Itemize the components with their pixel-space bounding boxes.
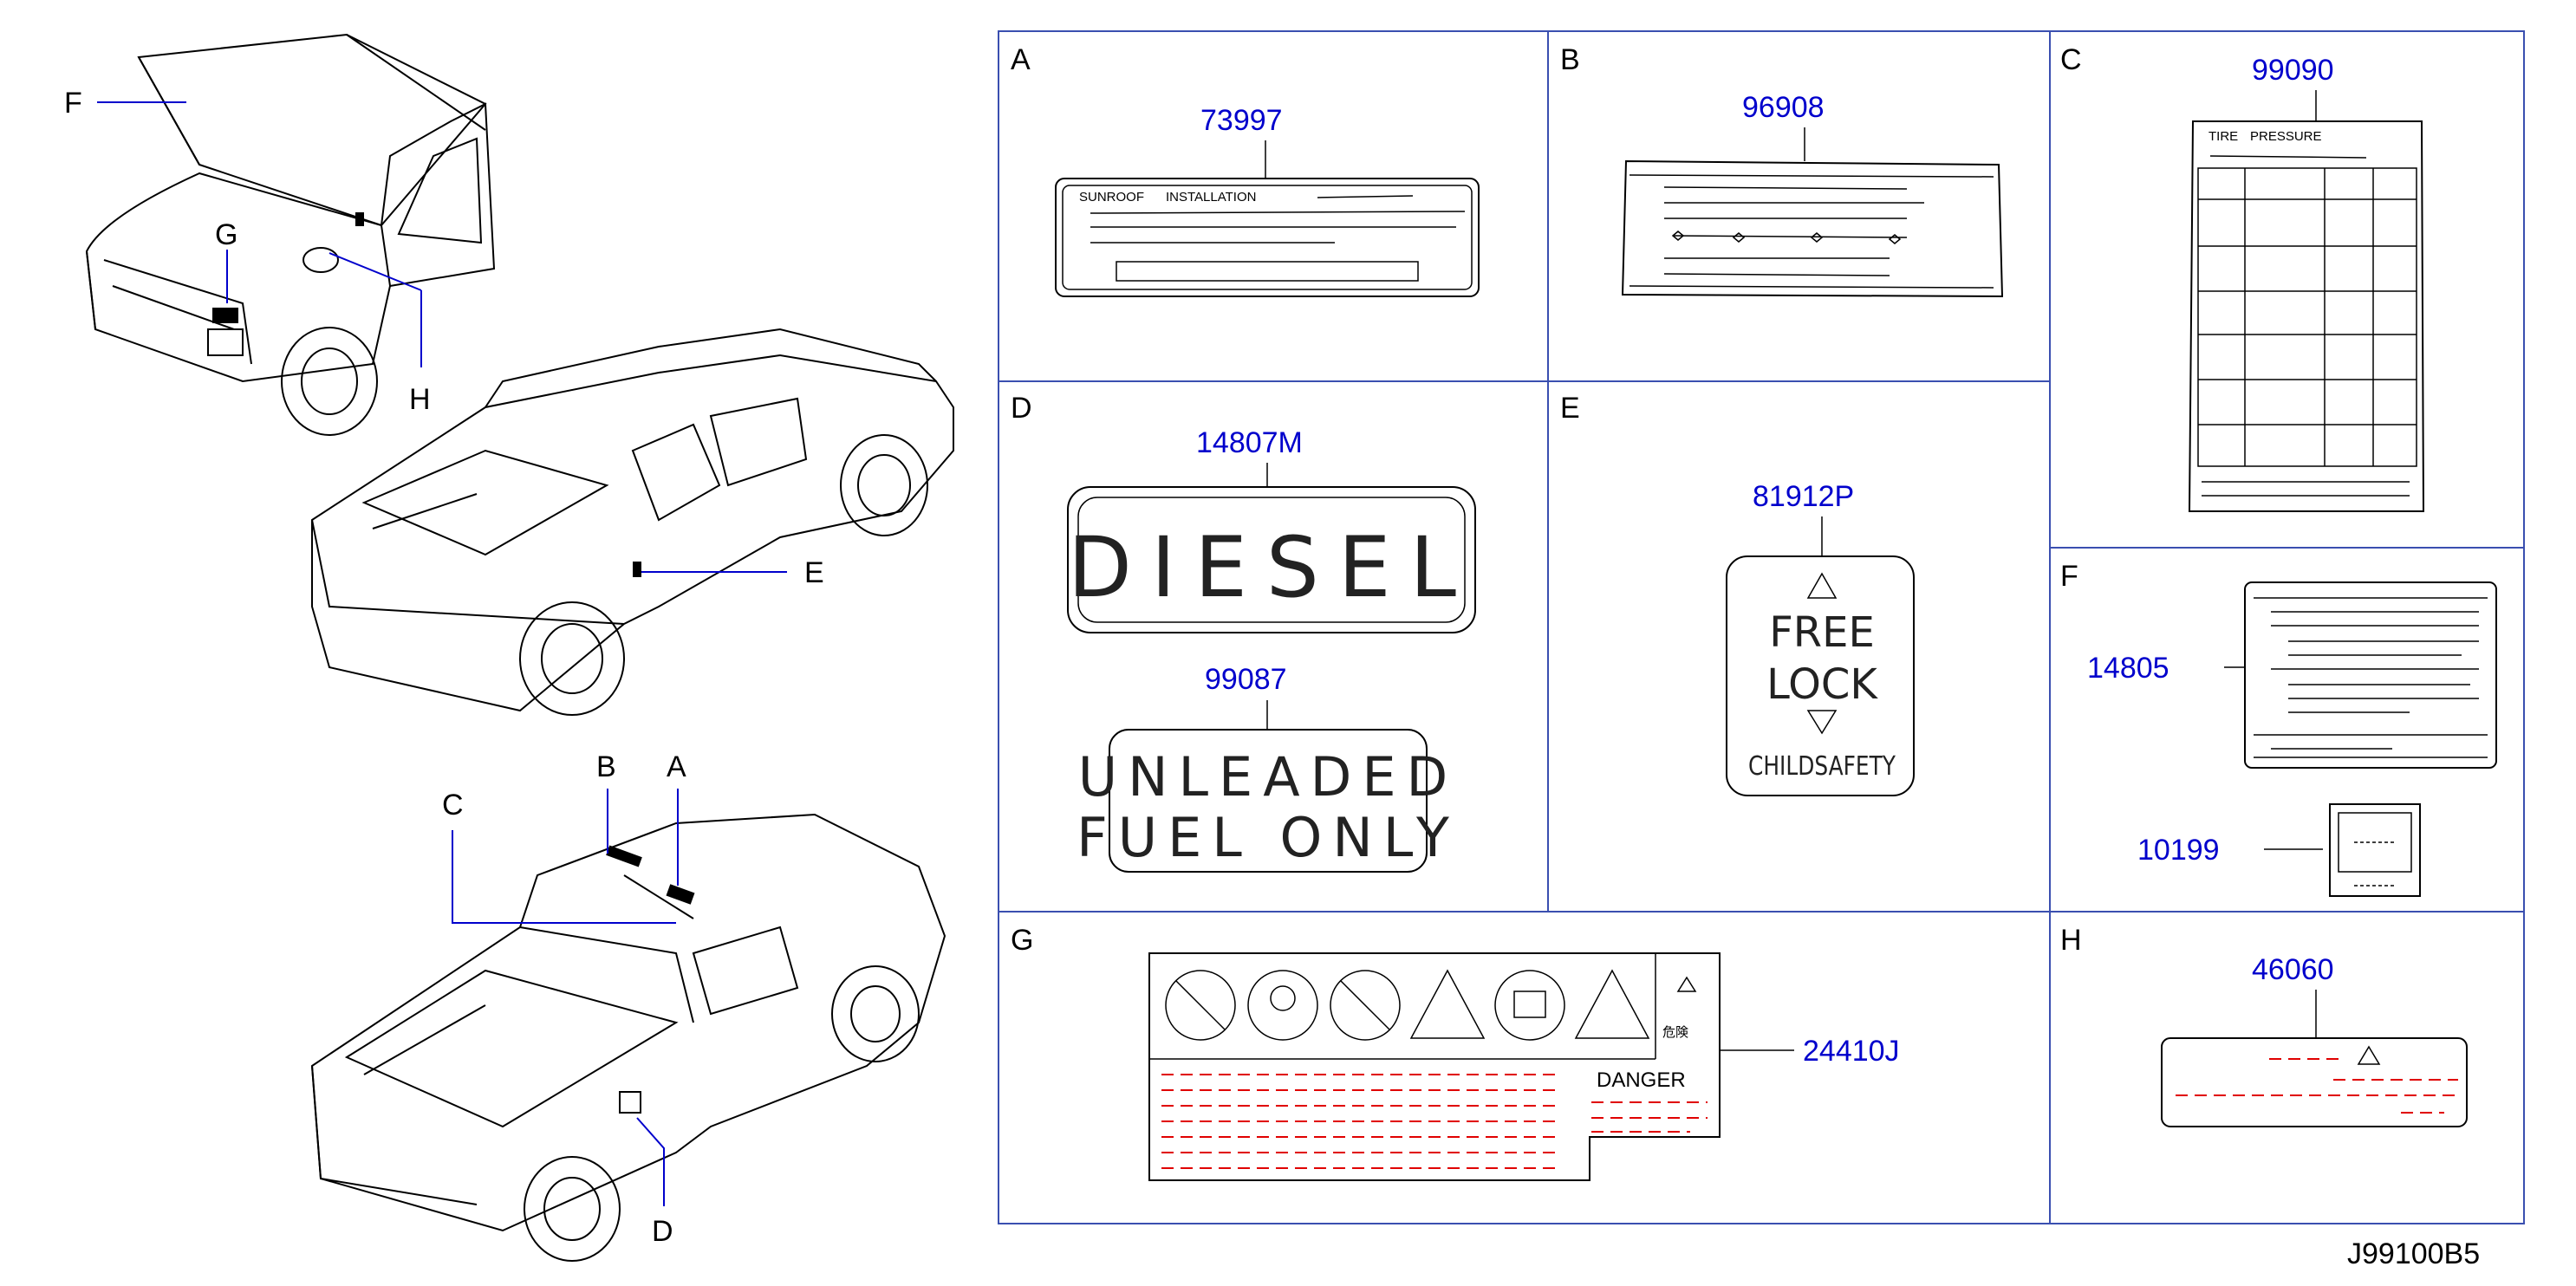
part-number-14807M: 14807M bbox=[1196, 426, 1303, 459]
panel-letter-D: D bbox=[1011, 392, 1032, 425]
callout-H: H bbox=[409, 383, 431, 416]
panel-letter-G: G bbox=[1011, 924, 1033, 957]
diagram-code: J99100B5 bbox=[2347, 1237, 2480, 1270]
callout-B: B bbox=[596, 750, 616, 783]
label-text-pressure: PRESSURE bbox=[2250, 129, 2322, 144]
rear-vehicle-illustration bbox=[311, 328, 954, 716]
part-number-24410J: 24410J bbox=[1803, 1035, 1900, 1068]
label-diesel: DIESEL bbox=[1068, 519, 1475, 616]
panel-grid bbox=[998, 30, 2525, 1224]
label-free: FREE bbox=[1769, 608, 1875, 657]
panel-letter-F: F bbox=[2060, 560, 2078, 593]
panel-letter-H: H bbox=[2060, 924, 2082, 957]
callout-E: E bbox=[804, 556, 824, 589]
front-vehicle-illustration bbox=[85, 33, 496, 436]
label-danger-jp: 危険 bbox=[1662, 1024, 1688, 1040]
label-text-installation: INSTALLATION bbox=[1166, 190, 1256, 205]
callout-F: F bbox=[64, 87, 82, 120]
callout-G: G bbox=[215, 218, 237, 251]
label-text-sunroof: SUNROOF bbox=[1079, 190, 1144, 205]
panel-F: F 14805 10199 bbox=[2060, 560, 2497, 897]
part-number-10199: 10199 bbox=[2137, 834, 2220, 867]
label-unleaded: UNLEADED bbox=[1078, 745, 1459, 809]
callout-A: A bbox=[667, 750, 686, 783]
pictogram-row bbox=[1165, 969, 1650, 1041]
warning-text-lines bbox=[1161, 1074, 1708, 1169]
panel-C: C 99090 TIRE PRESSURE bbox=[2060, 43, 2425, 512]
callout-C: C bbox=[442, 789, 464, 822]
part-number-73997: 73997 bbox=[1200, 104, 1283, 137]
label-danger: DANGER bbox=[1597, 1068, 1686, 1092]
part-number-81912P: 81912P bbox=[1753, 480, 1854, 513]
part-number-99087: 99087 bbox=[1205, 663, 1287, 696]
panel-letter-A: A bbox=[1011, 43, 1031, 76]
label-childsafety: CHILDSAFETY bbox=[1748, 751, 1896, 782]
callout-D: D bbox=[652, 1215, 673, 1248]
part-number-99090: 99090 bbox=[2252, 54, 2334, 87]
panel-letter-E: E bbox=[1560, 392, 1580, 425]
panel-E: E 81912P FREE LOCK CHILDSAFETY bbox=[1560, 392, 1915, 796]
label-lock: LOCK bbox=[1766, 660, 1878, 709]
label-text-tire: TIRE bbox=[2208, 129, 2238, 144]
panel-D: D 14807M DIESEL 99087 UNLEADED FUEL ONLY bbox=[1011, 392, 1476, 873]
panel-letter-B: B bbox=[1560, 43, 1580, 76]
bottom-vehicle-illustration bbox=[310, 813, 946, 1262]
part-number-46060: 46060 bbox=[2252, 953, 2334, 986]
panel-H: H 46060 bbox=[2060, 924, 2468, 1127]
panel-B: B 96908 bbox=[1560, 43, 2004, 298]
panel-letter-C: C bbox=[2060, 43, 2082, 76]
vehicle-callouts: F G H E C B A D bbox=[64, 87, 824, 1248]
panel-A: A 73997 SUNROOF INSTALLATION bbox=[1011, 43, 1480, 297]
part-number-96908: 96908 bbox=[1742, 91, 1825, 124]
part-number-14805: 14805 bbox=[2087, 652, 2169, 685]
panel-G: G 危険 DANGER bbox=[1011, 924, 1900, 1181]
label-fuel-only: FUEL ONLY bbox=[1077, 806, 1460, 869]
